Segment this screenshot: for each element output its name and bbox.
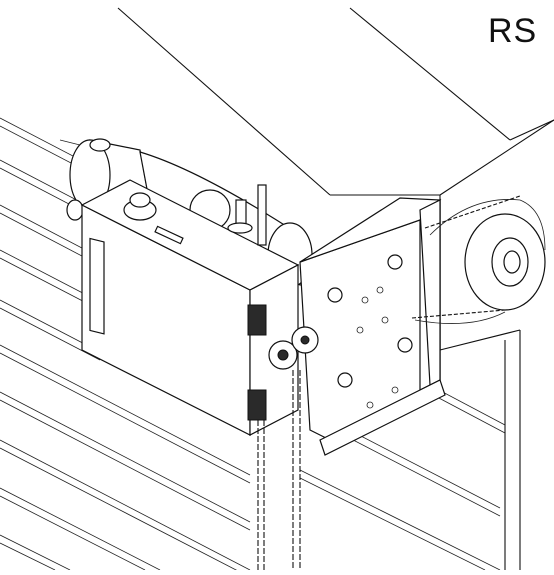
door-sprocket: [411, 195, 546, 324]
hand-chain: [257, 370, 301, 570]
bolt-icon: [327, 287, 343, 303]
bolt-icon: [397, 337, 413, 353]
mounting-plate: [299, 197, 446, 456]
hinge-lower-icon: [247, 389, 267, 421]
model-label: RS: [488, 12, 538, 50]
release-rod: [227, 184, 267, 246]
hinge-upper-icon: [247, 304, 267, 336]
bolt-icon: [337, 372, 353, 388]
drive-sprocket: [268, 326, 319, 370]
bolt-icon: [387, 254, 403, 270]
